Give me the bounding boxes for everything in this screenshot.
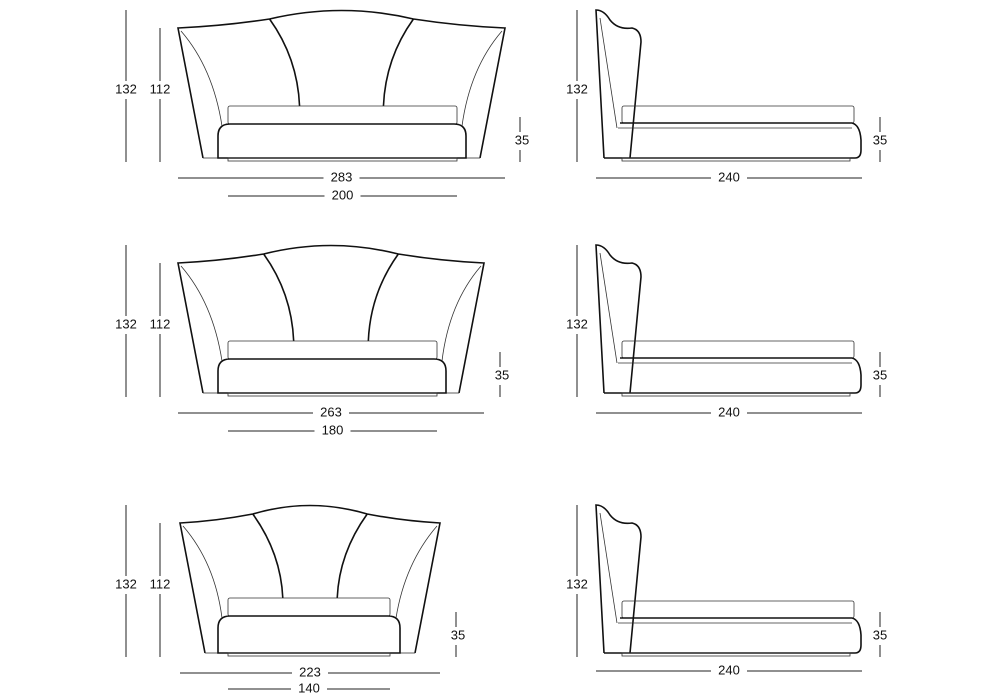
side-view bbox=[595, 244, 862, 397]
base-plinth bbox=[227, 157, 458, 162]
side-dim-height-total-label: 132 bbox=[566, 81, 588, 96]
dim-height-base-label: 35 bbox=[495, 367, 509, 382]
side-base bbox=[604, 357, 862, 394]
front-view bbox=[177, 9, 506, 162]
side-dim-height-base-label: 35 bbox=[873, 367, 887, 382]
side-headboard bbox=[595, 504, 642, 654]
side-dim-height-base-label: 35 bbox=[873, 132, 887, 147]
dim-height-total-label: 132 bbox=[115, 576, 137, 591]
dim-height-headboard-label: 112 bbox=[150, 81, 171, 96]
side-plinth bbox=[621, 392, 851, 397]
side-mattress bbox=[621, 340, 855, 359]
side-mattress bbox=[621, 105, 855, 124]
headboard-seam bbox=[252, 513, 284, 599]
side-headboard-inner bbox=[599, 17, 618, 129]
dim-height-total-label: 132 bbox=[115, 81, 137, 96]
dim-width-total-label: 223 bbox=[299, 664, 321, 679]
side-base bbox=[604, 617, 862, 654]
dim-height-total-label: 132 bbox=[115, 316, 137, 331]
headboard-outline bbox=[177, 244, 485, 394]
bed-base bbox=[217, 123, 467, 159]
mattress bbox=[227, 340, 438, 360]
bed-row-1: 132 112 35 283 200 132 35 240 bbox=[115, 9, 887, 202]
mattress bbox=[227, 105, 458, 125]
side-plinth bbox=[621, 652, 851, 657]
side-dim-height-base-label: 35 bbox=[873, 627, 887, 642]
wing-inner-curve bbox=[395, 525, 438, 619]
dim-width-total-label: 263 bbox=[320, 404, 342, 419]
side-dim-height-total-label: 132 bbox=[566, 316, 588, 331]
wing-inner-curve bbox=[461, 30, 503, 127]
dim-height-headboard-label: 112 bbox=[150, 316, 171, 331]
base-plinth bbox=[227, 392, 438, 397]
bed-base bbox=[217, 615, 401, 654]
dim-width-total-label: 283 bbox=[331, 169, 353, 184]
side-headboard bbox=[595, 9, 642, 159]
side-headboard bbox=[595, 244, 642, 394]
side-dim-length-label: 240 bbox=[718, 662, 740, 677]
side-dim-length-label: 240 bbox=[718, 169, 740, 184]
side-base bbox=[604, 122, 862, 159]
front-view bbox=[179, 504, 441, 657]
side-headboard-inner bbox=[599, 512, 618, 624]
wing-inner-curve bbox=[182, 525, 223, 619]
headboard-outline bbox=[179, 504, 441, 654]
dim-height-base-label: 35 bbox=[451, 627, 465, 642]
dim-height-headboard-label: 112 bbox=[150, 576, 171, 591]
dim-width-mattress-label: 140 bbox=[298, 680, 320, 695]
mattress bbox=[227, 597, 391, 617]
wing-inner-curve bbox=[441, 265, 482, 362]
side-view bbox=[595, 9, 862, 162]
bed-row-2: 132 112 35 263 180 132 35 240 bbox=[115, 244, 887, 437]
headboard-seam bbox=[336, 513, 368, 599]
base-plinth bbox=[227, 652, 391, 657]
headboard-outline bbox=[177, 9, 506, 159]
bed-base bbox=[217, 358, 447, 394]
headboard-seam bbox=[382, 18, 415, 107]
side-plinth bbox=[621, 157, 851, 162]
dim-width-mattress-label: 180 bbox=[322, 422, 344, 437]
side-dim-height-total-label: 132 bbox=[566, 576, 588, 591]
side-dim-length-label: 240 bbox=[718, 404, 740, 419]
dim-height-base-label: 35 bbox=[515, 132, 529, 147]
headboard-seam bbox=[367, 253, 399, 342]
dim-width-mattress-label: 200 bbox=[332, 187, 354, 202]
side-mattress bbox=[621, 600, 855, 619]
wing-inner-curve bbox=[180, 30, 223, 127]
headboard-seam bbox=[263, 253, 295, 342]
side-view bbox=[595, 504, 862, 657]
side-headboard-inner bbox=[599, 252, 618, 364]
front-view bbox=[177, 244, 485, 397]
headboard-seam bbox=[268, 18, 301, 107]
wing-inner-curve bbox=[180, 265, 223, 362]
